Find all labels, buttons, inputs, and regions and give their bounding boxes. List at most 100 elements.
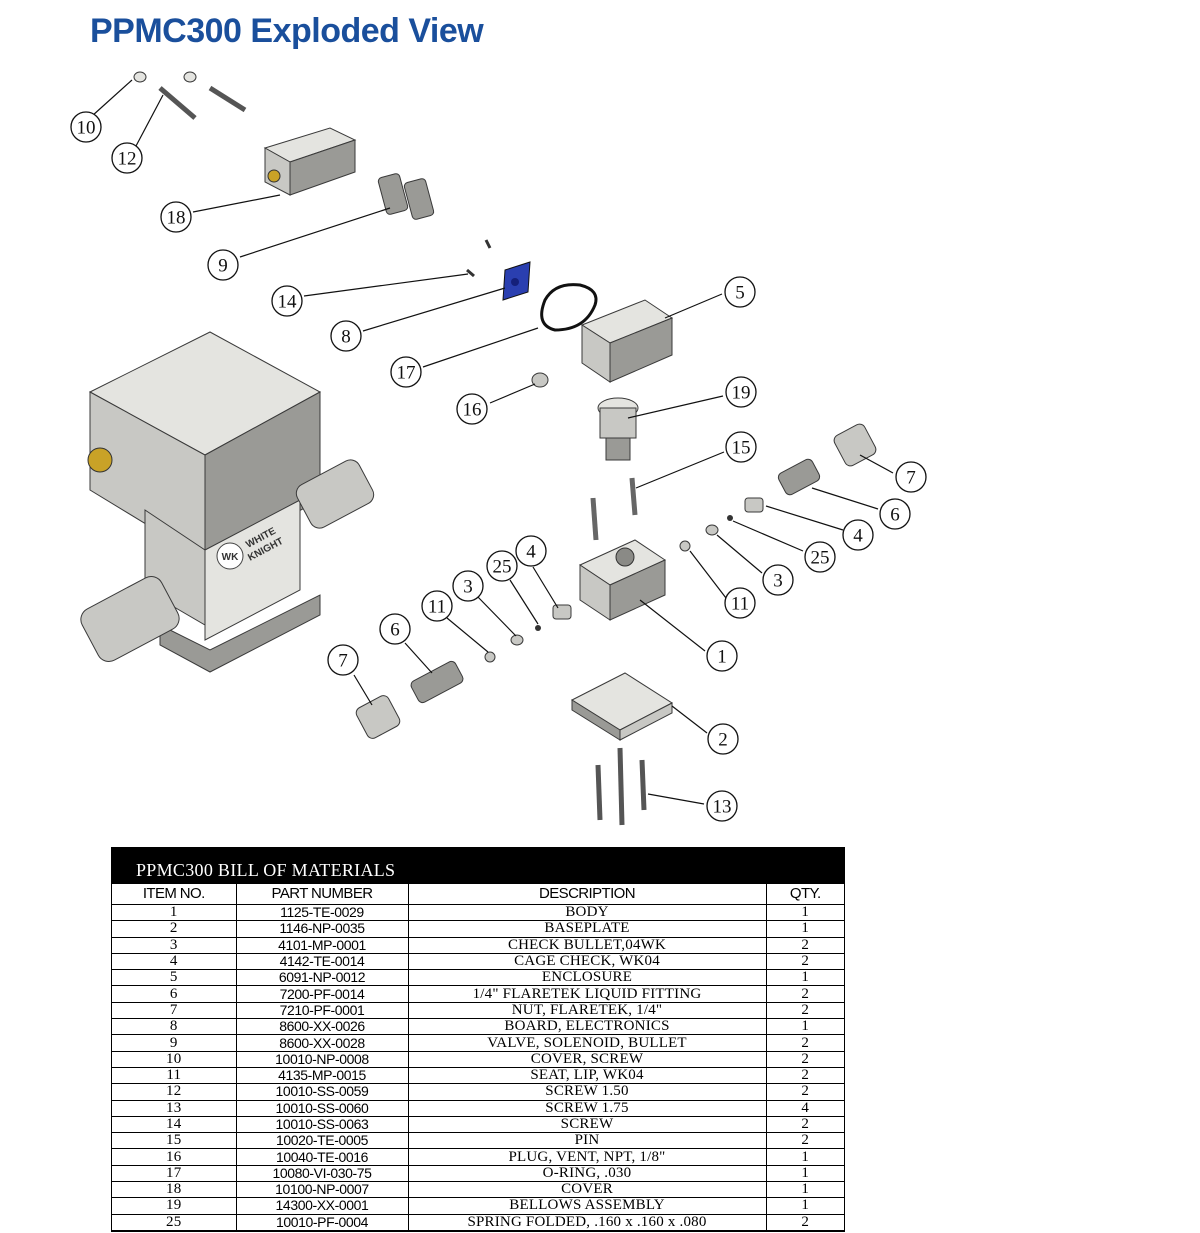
callout-3-left: 3 [452, 570, 484, 602]
bom-cell-description: COVER [408, 1181, 767, 1199]
callout-17: 17 [390, 356, 422, 388]
part-small-right [679, 423, 877, 552]
callout-10: 10 [70, 111, 102, 143]
leader-lines [91, 79, 894, 805]
bom-cell-description: NUT, FLARETEK, 1/4" [408, 1002, 767, 1020]
bom-header-item-no: ITEM NO. [112, 884, 237, 905]
bom-cell-description: O-RING, .030 [408, 1165, 767, 1183]
svg-text:4: 4 [853, 526, 863, 547]
callout-4-left: 4 [515, 535, 547, 567]
bom-cell-item-no: 13 [112, 1100, 237, 1117]
part-board-8 [502, 261, 531, 301]
bom-cell-qty: 2 [766, 1034, 844, 1052]
callout-2: 2 [707, 723, 739, 755]
svg-text:6: 6 [890, 505, 900, 526]
callout-1: 1 [706, 640, 738, 672]
assembly-logo-mark: WK [222, 552, 239, 563]
callout-12: 12 [111, 142, 143, 174]
bom-cell-qty: 2 [766, 1051, 844, 1068]
svg-text:8: 8 [341, 327, 351, 348]
part-baseplate-2 [570, 672, 673, 741]
bom-cell-qty: 2 [766, 1002, 844, 1020]
svg-text:6: 6 [390, 620, 400, 641]
bom-cell-part-number: 4135-MP-0015 [236, 1067, 409, 1085]
callout-13: 13 [706, 790, 738, 822]
svg-text:14: 14 [278, 292, 298, 313]
part-vent-plug-16 [531, 372, 549, 388]
bom-cell-part-number: 10020-TE-0005 [236, 1132, 409, 1150]
part-assembled-unit: WK WHITE KNIGHT [80, 331, 375, 673]
bom-cell-description: SCREW 1.50 [408, 1083, 767, 1101]
bom-title: PPMC300 BILL OF MATERIALS [112, 848, 844, 884]
bom-cell-item-no: 19 [112, 1197, 237, 1215]
part-cover-screw-10 [133, 71, 197, 83]
svg-text:1: 1 [717, 647, 727, 668]
svg-text:10: 10 [77, 118, 96, 139]
bom-cell-part-number: 8600-XX-0026 [236, 1018, 409, 1036]
bom-cell-part-number: 7210-PF-0001 [236, 1002, 409, 1020]
callout-18: 18 [160, 201, 192, 233]
part-solenoid-valves-9 [377, 173, 435, 220]
bom-cell-qty: 2 [766, 953, 844, 971]
bom-cell-description: SCREW 1.75 [408, 1100, 767, 1117]
bom-cell-description: BOARD, ELECTRONICS [408, 1018, 767, 1036]
bom-cell-part-number: 6091-NP-0012 [236, 969, 409, 987]
bom-cell-item-no: 18 [112, 1181, 237, 1199]
bom-cell-item-no: 14 [112, 1116, 237, 1134]
part-oring-17 [540, 283, 598, 332]
callout-7-right: 7 [895, 461, 927, 493]
bom-cell-item-no: 17 [112, 1165, 237, 1183]
bom-cell-part-number: 10010-SS-0059 [236, 1083, 409, 1101]
svg-text:7: 7 [338, 651, 348, 672]
bom-cell-part-number: 10010-SS-0060 [236, 1100, 409, 1117]
svg-text:2: 2 [718, 730, 728, 751]
bom-cell-description: PLUG, VENT, NPT, 1/8" [408, 1148, 767, 1166]
bill-of-materials-table: PPMC300 BILL OF MATERIALS ITEM NO. PART … [111, 847, 845, 1232]
bom-cell-item-no: 25 [112, 1214, 237, 1231]
callout-4-right: 4 [842, 519, 874, 551]
bom-cell-description: CHECK BULLET,04WK [408, 937, 767, 954]
callout-14: 14 [271, 285, 303, 317]
callout-8: 8 [330, 320, 362, 352]
part-small-left [355, 604, 572, 739]
bom-header-row: ITEM NO. PART NUMBER DESCRIPTION QTY. [112, 884, 844, 905]
bom-cell-description: SEAT, LIP, WK04 [408, 1067, 767, 1085]
bom-cell-item-no: 1 [112, 904, 237, 922]
callout-3-right: 3 [762, 564, 794, 596]
callout-25-left: 25 [486, 550, 518, 582]
svg-text:11: 11 [428, 597, 446, 618]
bom-cell-part-number: 10010-PF-0004 [236, 1214, 409, 1231]
bom-cell-item-no: 16 [112, 1148, 237, 1166]
bom-cell-description: PIN [408, 1132, 767, 1150]
bom-cell-qty: 4 [766, 1100, 844, 1117]
bom-cell-qty: 1 [766, 969, 844, 987]
bom-cell-description: BASEPLATE [408, 920, 767, 938]
svg-text:3: 3 [773, 571, 783, 592]
callout-6-right: 6 [879, 498, 911, 530]
bom-cell-item-no: 8 [112, 1018, 237, 1036]
callout-6-left: 6 [379, 613, 411, 645]
bom-cell-qty: 1 [766, 1165, 844, 1183]
callout-15: 15 [725, 431, 757, 463]
svg-text:5: 5 [735, 283, 745, 304]
bom-cell-item-no: 5 [112, 969, 237, 987]
bom-cell-qty: 2 [766, 1132, 844, 1150]
callout-7-left: 7 [327, 644, 359, 676]
bom-cell-item-no: 12 [112, 1083, 237, 1101]
bom-cell-qty: 2 [766, 937, 844, 954]
part-bellows-19 [597, 397, 639, 461]
bom-cell-item-no: 9 [112, 1034, 237, 1052]
bom-cell-description: CAGE CHECK, WK04 [408, 953, 767, 971]
bom-cell-item-no: 7 [112, 1002, 237, 1020]
bom-cell-description: VALVE, SOLENOID, BULLET [408, 1034, 767, 1052]
bom-cell-part-number: 10080-VI-030-75 [236, 1165, 409, 1183]
bom-cell-item-no: 15 [112, 1132, 237, 1150]
